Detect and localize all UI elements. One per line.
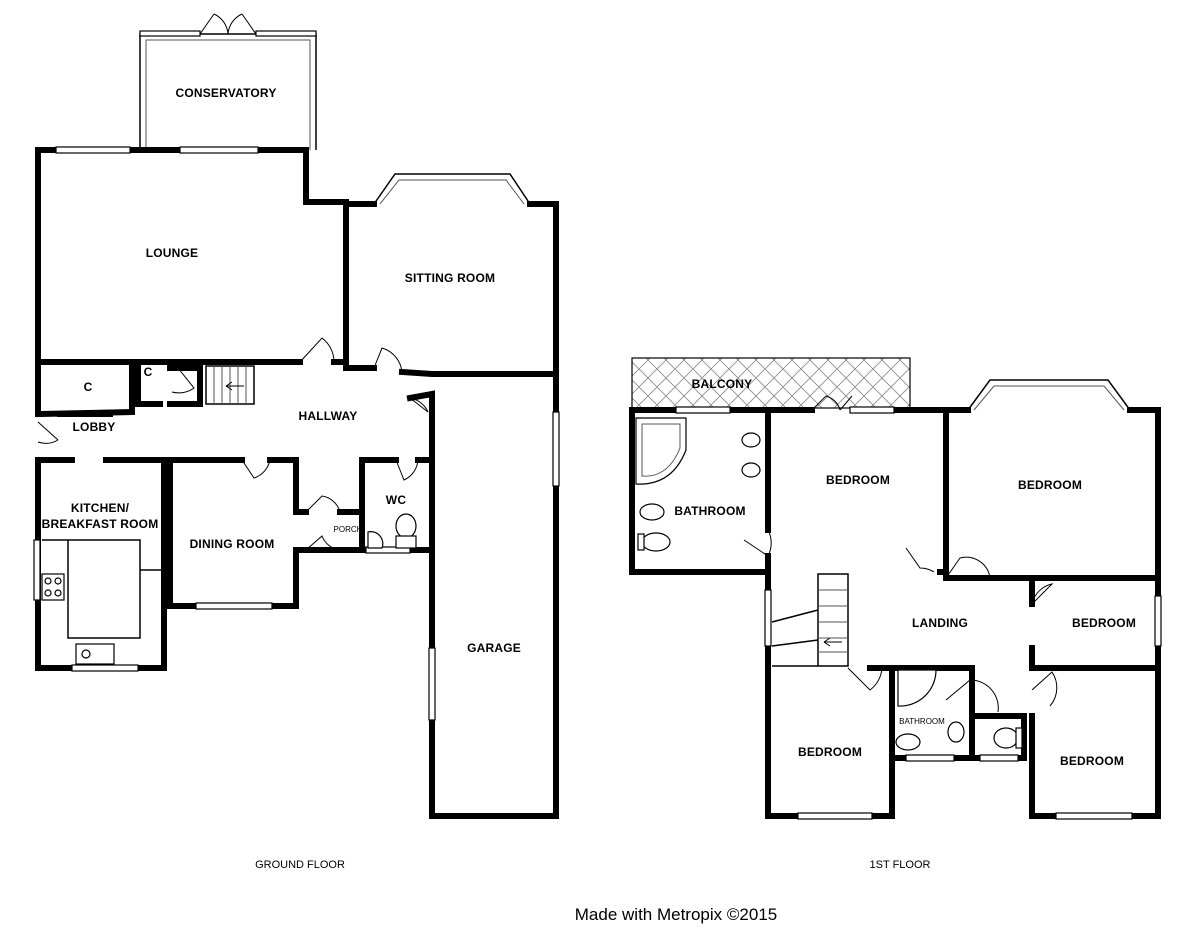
room-label-kitchen-line1: KITCHEN/ [71,501,130,515]
room-label-lounge: LOUNGE [146,246,199,260]
first-floor-plan: BALCONY BATHROOM BEDROOM BEDROOM LANDING… [629,357,1162,871]
room-label-bedroom-d: BEDROOM [798,745,862,759]
room-label-bedroom-a: BEDROOM [826,473,890,487]
dining-room-walls [167,457,365,610]
kitchen-walls [33,457,167,672]
garage-walls [428,371,560,819]
room-label-lobby: LOBBY [73,420,116,434]
first-floor-caption: 1ST FLOOR [870,859,931,871]
hallway-and-cupboards [34,359,435,553]
room-label-kitchen-line2: BREAKFAST ROOM [42,517,159,531]
first-floor-stairs [771,573,849,667]
ground-floor-plan: CONSERVATORY LOUNGE SITTING ROOM C C LOB… [33,13,560,871]
room-label-bathroom-small: BATHROOM [899,717,945,726]
balcony-structure [631,357,911,409]
room-label-bathroom-main: BATHROOM [674,504,745,518]
ground-floor-caption: GROUND FLOOR [255,859,345,871]
credit-text: Made with Metropix ©2015 [575,905,777,924]
room-label-bedroom-c: BEDROOM [1072,616,1136,630]
room-label-garage: GARAGE [467,641,521,655]
room-label-landing: LANDING [912,616,968,630]
room-label-porch: PORCH [334,525,363,534]
room-label-conservatory: CONSERVATORY [175,86,276,100]
room-label-balcony: BALCONY [692,377,753,391]
room-label-sitting-room: SITTING ROOM [405,271,495,285]
room-label-dining-room: DINING ROOM [190,537,275,551]
conservatory-structure [139,13,317,150]
first-floor-walls [629,379,1162,820]
room-label-wc: WC [386,493,407,507]
room-label-cupboard-1: C [84,380,93,394]
room-label-bedroom-e: BEDROOM [1060,754,1124,768]
bathroom-fixtures [635,417,1023,751]
porch-wc-walls [293,495,417,554]
room-label-bedroom-b: BEDROOM [1018,478,1082,492]
room-label-hallway: HALLWAY [299,409,358,423]
room-label-cupboard-2: C [144,365,153,379]
